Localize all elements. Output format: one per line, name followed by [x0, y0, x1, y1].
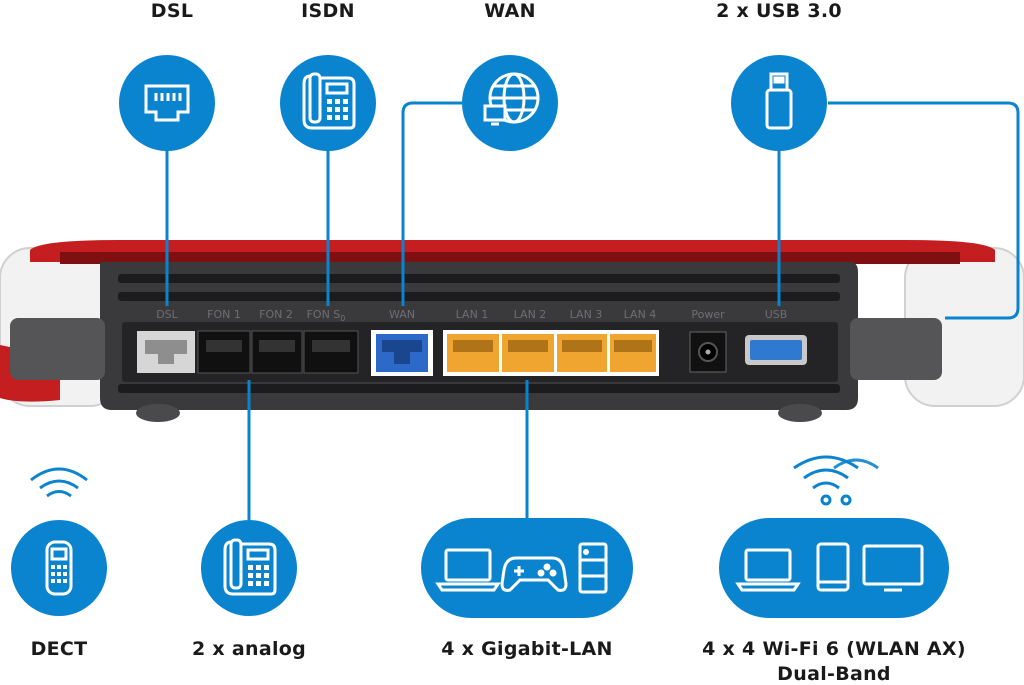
dsl-port-contacts: [145, 340, 187, 354]
wifi-title: 4 x 4 Wi-Fi 6 (WLAN AX): [702, 638, 966, 660]
fon2-port-contacts: [259, 340, 295, 352]
lan2-port: [502, 334, 554, 372]
isdn-title: ISDN: [301, 0, 355, 22]
vent-slot: [118, 274, 840, 283]
port-label-fon1: FON 1: [207, 308, 241, 321]
router-top-shadow: [60, 252, 960, 264]
gamepad-icon: [500, 556, 568, 592]
wan-title: WAN: [484, 0, 536, 22]
analog-title: 2 x analog: [191, 638, 307, 660]
vent-slot: [118, 292, 840, 301]
router-foot: [778, 404, 822, 422]
lan4-port: [610, 334, 656, 372]
nas-storage-icon: [578, 542, 608, 594]
dect-icon-circle: [11, 520, 107, 616]
port-label-fon-s0-sub: 0: [340, 314, 345, 323]
port-label-dsl: DSL: [156, 308, 178, 321]
isdn-icon-circle: [280, 55, 376, 151]
wan-icon-circle: [462, 55, 558, 151]
lan3-port: [557, 334, 607, 372]
lan-title: 4 x Gigabit-LAN: [441, 638, 613, 660]
router-right-side: [850, 318, 942, 380]
wan-port-contacts: [382, 340, 422, 352]
port-label-lan3: LAN 3: [570, 308, 603, 321]
connector-lines: [165, 101, 1020, 520]
lan3-contacts: [562, 340, 602, 352]
tablet-icon: [816, 542, 850, 592]
wifi-devices-pill: [719, 518, 949, 618]
desk-phone-icon: [223, 538, 277, 596]
dect-wireless-icon: [30, 467, 88, 498]
ethernet-port-icon: [144, 84, 190, 122]
power-jack-pin: [705, 349, 711, 355]
wan-port-clip: [394, 352, 410, 364]
usb-stick-icon: [765, 72, 793, 130]
fon-s0-port-contacts: [312, 340, 350, 352]
port-label-lan2: LAN 2: [514, 308, 547, 321]
router-foot: [136, 404, 180, 422]
wifi-subtitle: Dual-Band: [777, 663, 891, 685]
laptop-icon: [435, 548, 501, 592]
analog-icon-circle: [201, 520, 297, 616]
port-label-power: Power: [691, 308, 725, 321]
port-label-fon-s0-main: FON S: [307, 308, 341, 321]
lan1-port: [447, 334, 499, 372]
usb-icon-circle: [731, 55, 827, 151]
dect-title: DECT: [30, 638, 88, 660]
usb-port-tongue: [750, 340, 802, 360]
router-left-side: [10, 318, 105, 380]
wan-connector: [401, 101, 462, 306]
ports: [137, 330, 807, 376]
usb-title: 2 x USB 3.0: [716, 0, 842, 22]
vent-slot: [118, 384, 840, 393]
fon1-port-contacts: [206, 340, 242, 352]
dsl-title: DSL: [150, 0, 194, 22]
dsl-port-clip: [158, 354, 174, 364]
cordless-phone-icon: [45, 540, 73, 596]
wifi-signal-icon: [793, 455, 879, 506]
laptop-icon: [735, 548, 801, 592]
usb2-connector: [828, 101, 1020, 320]
port-label-usb: USB: [765, 308, 788, 321]
port-label-fon2: FON 2: [259, 308, 293, 321]
lan-devices-pill: [421, 518, 633, 618]
desk-phone-icon: [302, 72, 356, 130]
port-label-lan1: LAN 1: [456, 308, 489, 321]
globe-network-icon: [483, 72, 540, 126]
monitor-icon: [862, 544, 924, 592]
lan2-contacts: [508, 340, 548, 352]
lan4-contacts: [614, 340, 652, 352]
port-label-fon-s0: FON S0: [307, 308, 346, 323]
port-label-lan4: LAN 4: [624, 308, 657, 321]
lan1-contacts: [453, 340, 493, 352]
port-label-wan: WAN: [389, 308, 415, 321]
dsl-icon-circle: [119, 55, 215, 151]
